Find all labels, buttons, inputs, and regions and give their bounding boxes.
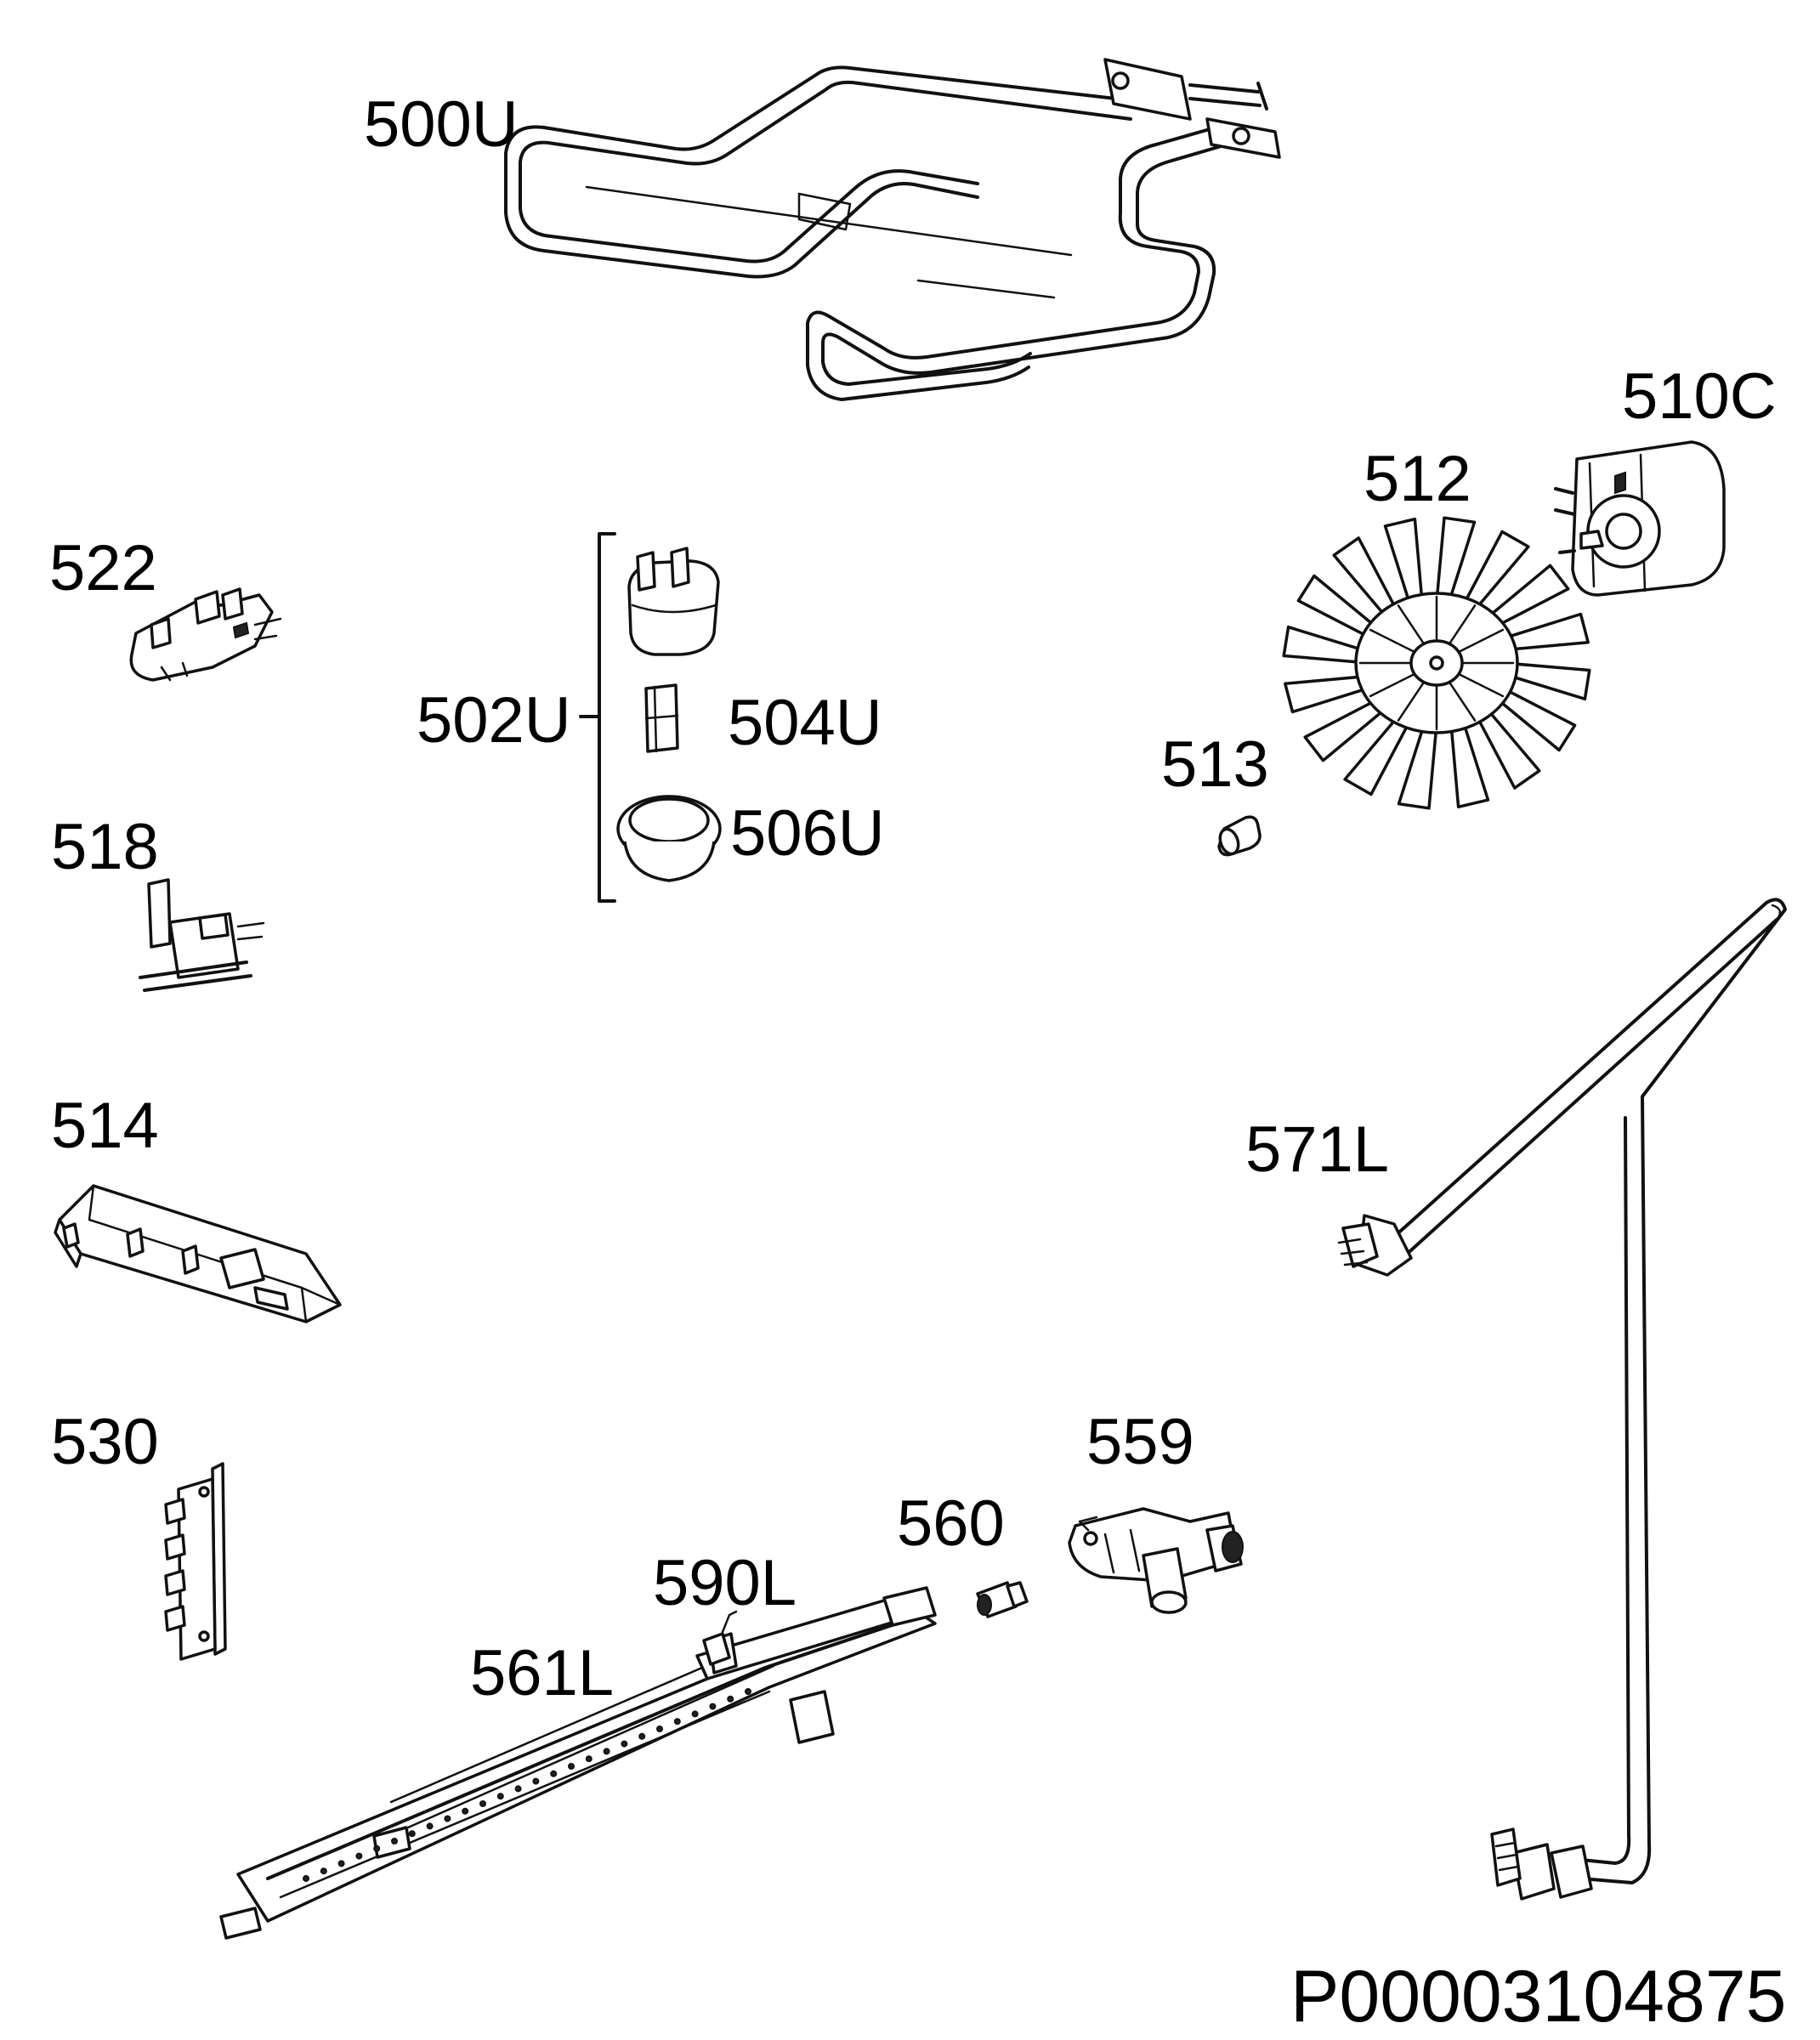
part-512-fan-blade [1282, 516, 1591, 810]
label-530: 530 [51, 1406, 159, 1478]
label-560: 560 [897, 1488, 1005, 1560]
part-559-gas-valve [1068, 1507, 1244, 1614]
label-518: 518 [51, 811, 159, 883]
part-518-switch [139, 878, 265, 992]
part-530-terminal-block [164, 1462, 227, 1661]
label-506U: 506U [730, 797, 885, 870]
label-514: 514 [51, 1090, 159, 1162]
label-513: 513 [1161, 728, 1269, 801]
label-561L: 561L [470, 1637, 614, 1709]
part-514-ignition-module [54, 1184, 342, 1323]
drawing-code: P00003104875 [1290, 1956, 1786, 2037]
part-500U-heating-element [504, 58, 1281, 401]
label-512: 512 [1364, 443, 1471, 515]
label-500U: 500U [364, 88, 519, 161]
part-506U-lamp-cover [616, 795, 722, 882]
part-510C-fan-motor [1554, 440, 1726, 597]
label-571L: 571L [1245, 1114, 1389, 1186]
label-590L: 590L [653, 1547, 797, 1619]
label-522: 522 [49, 532, 157, 604]
part-590L-electrode [702, 1610, 738, 1666]
label-502U: 502U [417, 684, 571, 756]
part-labels: 500U 510C 512 522 502U 504U 513 506U 518… [49, 88, 1786, 2037]
part-502U-lamp-assembly [579, 532, 616, 903]
part-560-injector [976, 1581, 1029, 1618]
part-504U-lamp-holder [627, 547, 720, 753]
part-522-switch [129, 587, 282, 682]
part-513-fan-nut [1217, 815, 1262, 857]
label-504U: 504U [728, 687, 882, 759]
label-559: 559 [1086, 1406, 1194, 1478]
part-571L-gas-pipe [1337, 898, 1787, 1901]
label-510C: 510C [1622, 360, 1777, 433]
